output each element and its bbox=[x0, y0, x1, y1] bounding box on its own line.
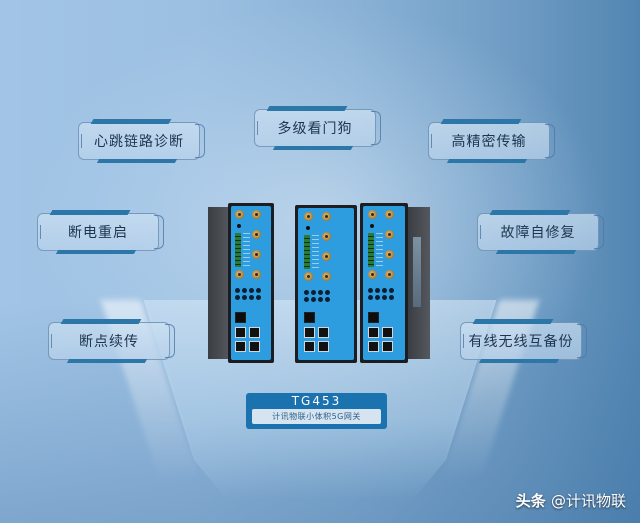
feature-power-restart: 断电重启 bbox=[37, 210, 164, 254]
feature-label: 断电重启 bbox=[68, 225, 128, 241]
antenna-connector-icon bbox=[304, 272, 313, 281]
antenna-connector-icon bbox=[385, 230, 394, 239]
antenna-connector-icon bbox=[385, 210, 394, 219]
ethernet-port bbox=[318, 327, 329, 338]
sfp-port bbox=[368, 312, 379, 323]
sfp-port bbox=[235, 312, 246, 323]
router-front bbox=[295, 205, 357, 363]
antenna-connector-icon bbox=[235, 270, 244, 279]
router-left bbox=[208, 203, 274, 363]
ethernet-port bbox=[249, 341, 260, 352]
feature-label: 故障自修复 bbox=[500, 225, 576, 241]
feature-watchdog: 多级看门狗 bbox=[254, 106, 381, 150]
ethernet-port bbox=[382, 341, 393, 352]
antenna-connector-icon bbox=[304, 212, 313, 221]
terminal-block bbox=[304, 235, 310, 269]
ethernet-port bbox=[235, 327, 246, 338]
reset-hole-icon bbox=[370, 224, 374, 228]
ethernet-port bbox=[368, 341, 379, 352]
ethernet-port bbox=[235, 341, 246, 352]
router-side-panel bbox=[208, 207, 230, 359]
feature-label: 多级看门狗 bbox=[277, 121, 353, 137]
feature-heartbeat: 心跳链路诊断 bbox=[78, 119, 205, 163]
antenna-connector-icon bbox=[252, 270, 261, 279]
terminal-block bbox=[368, 233, 374, 267]
antenna-connector-icon bbox=[322, 252, 331, 261]
antenna-connector-icon bbox=[322, 272, 331, 281]
router-front bbox=[360, 203, 408, 363]
ethernet-port bbox=[368, 327, 379, 338]
watermark-platform: 头条 bbox=[515, 492, 546, 510]
feature-label: 心跳链路诊断 bbox=[94, 134, 184, 150]
terminal-labels bbox=[376, 233, 383, 267]
feature-backup: 有线无线互备份 bbox=[460, 319, 587, 363]
router-right bbox=[360, 203, 430, 363]
feature-label: 高精密传输 bbox=[451, 134, 527, 150]
antenna-connector-icon bbox=[252, 210, 261, 219]
terminal-labels bbox=[312, 235, 319, 269]
product-subtitle: 计讯物联小体积5G网关 bbox=[252, 409, 381, 424]
ethernet-port bbox=[304, 327, 315, 338]
antenna-connector-icon bbox=[252, 250, 261, 259]
sfp-port bbox=[304, 312, 315, 323]
reset-hole-icon bbox=[306, 226, 310, 230]
led-indicators bbox=[304, 290, 330, 302]
led-indicators bbox=[368, 288, 394, 300]
antenna-connector-icon bbox=[368, 270, 377, 279]
feature-resume: 断点续传 bbox=[48, 319, 175, 363]
ethernet-port bbox=[382, 327, 393, 338]
watermark-handle: @计讯物联 bbox=[550, 492, 626, 510]
antenna-connector-icon bbox=[385, 270, 394, 279]
reset-hole-icon bbox=[237, 224, 241, 228]
product-model: TG453 bbox=[291, 394, 342, 408]
led-indicators bbox=[235, 288, 261, 300]
feature-self-repair: 故障自修复 bbox=[477, 210, 604, 254]
router-front bbox=[228, 203, 274, 363]
ethernet-port bbox=[304, 341, 315, 352]
antenna-connector-icon bbox=[368, 210, 377, 219]
router-middle bbox=[295, 205, 357, 363]
watermark: 头条 @计讯物联 bbox=[516, 490, 626, 511]
terminal-block bbox=[235, 233, 241, 267]
din-rail-clip bbox=[413, 237, 421, 307]
feature-precision: 高精密传输 bbox=[428, 119, 555, 163]
feature-label: 断点续传 bbox=[79, 334, 139, 350]
antenna-connector-icon bbox=[235, 210, 244, 219]
ethernet-port bbox=[249, 327, 260, 338]
ethernet-port bbox=[318, 341, 329, 352]
antenna-connector-icon bbox=[322, 232, 331, 241]
feature-label: 有线无线互备份 bbox=[468, 334, 574, 350]
antenna-connector-icon bbox=[385, 250, 394, 259]
antenna-connector-icon bbox=[252, 230, 261, 239]
antenna-connector-icon bbox=[322, 212, 331, 221]
product-badge: TG453 计讯物联小体积5G网关 bbox=[246, 393, 387, 429]
router-side-panel bbox=[408, 207, 430, 359]
terminal-labels bbox=[243, 233, 250, 267]
